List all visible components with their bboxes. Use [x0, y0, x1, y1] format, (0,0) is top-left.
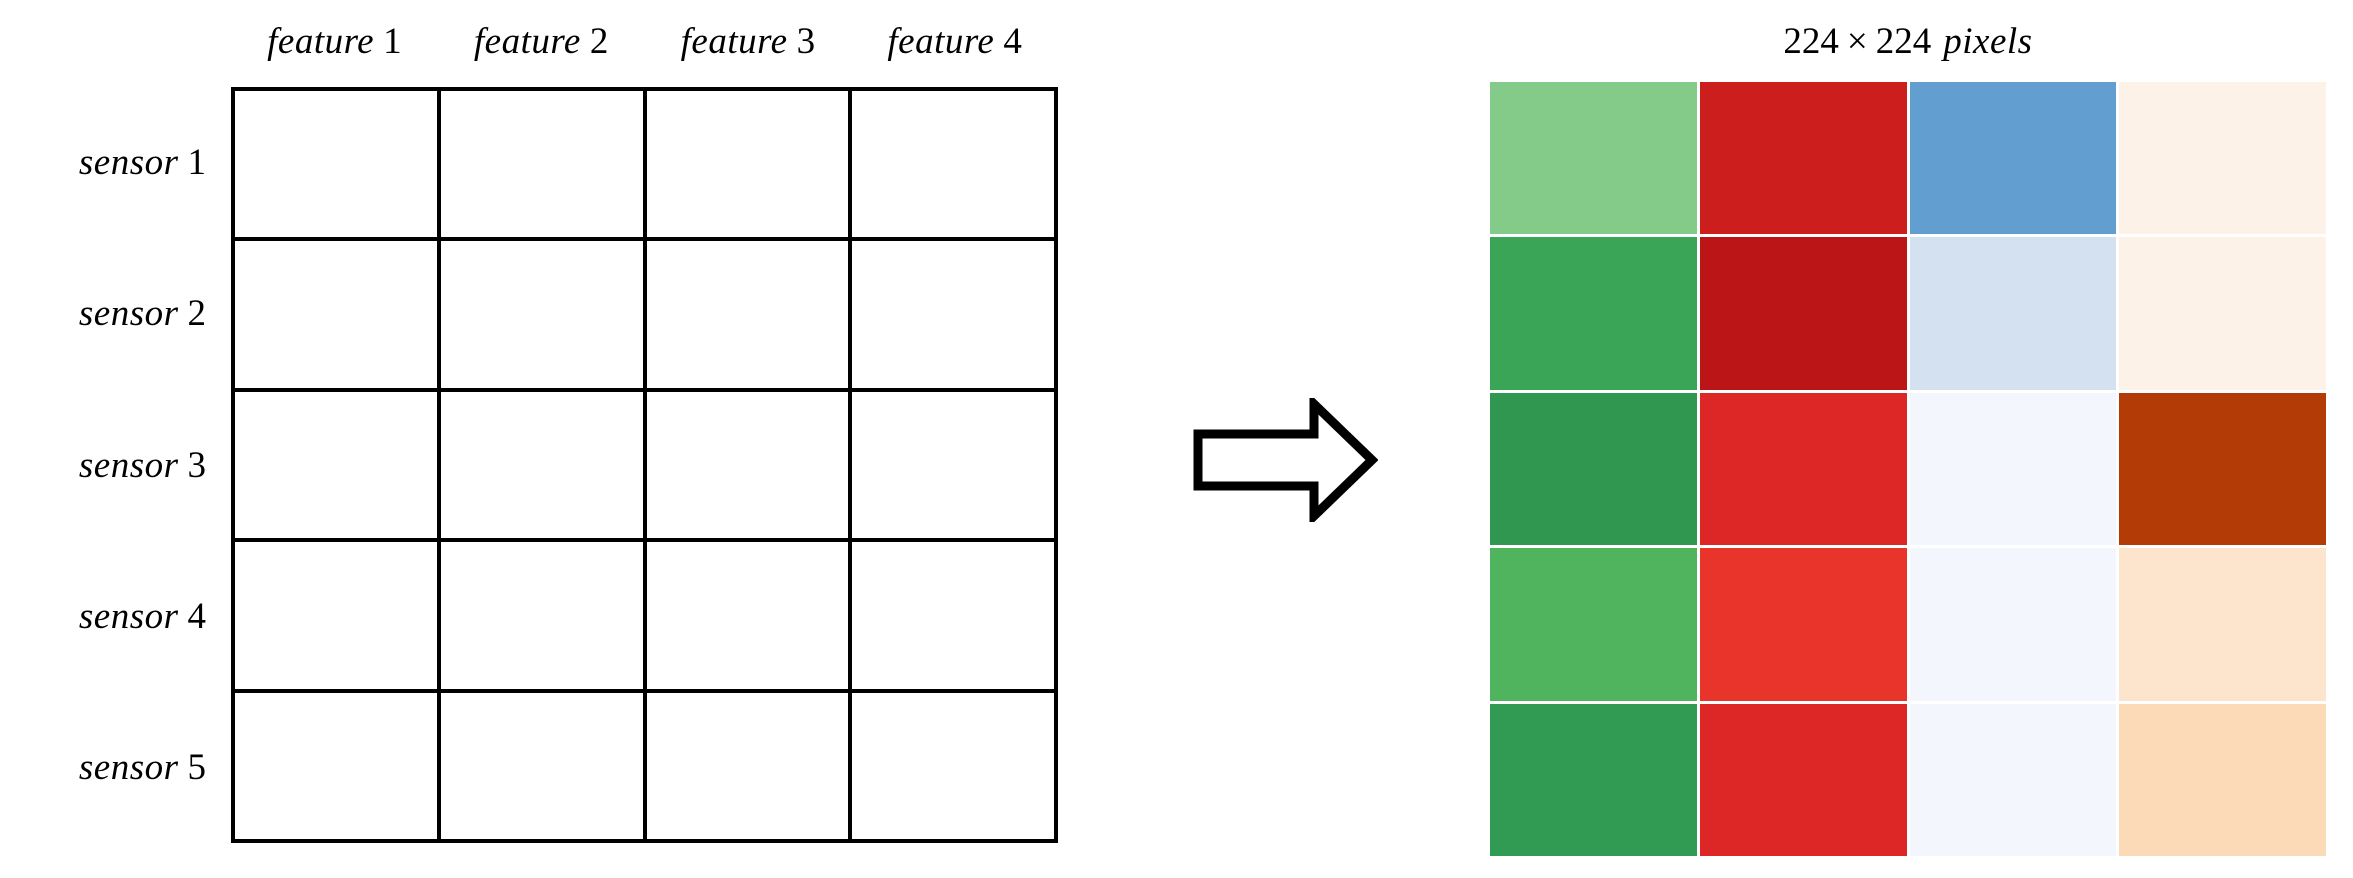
pixels-title-height: 224 [1875, 20, 1932, 62]
table-cell[interactable] [642, 688, 853, 844]
table-row [231, 237, 1058, 392]
table-row [231, 86, 1058, 242]
sensor-label-4-number: 4 [187, 595, 207, 637]
pixel-cell [2119, 392, 2326, 546]
feature-header-3-number: 3 [796, 20, 816, 62]
pixel-cell [1909, 82, 2117, 235]
table-cell[interactable] [231, 387, 441, 543]
pixel-image-panel: 224×224 pixels [1490, 0, 2326, 878]
pixel-cell [1909, 237, 2117, 390]
table-cell[interactable] [642, 237, 853, 392]
feature-header-2-word: feature [473, 20, 581, 62]
table-cell[interactable] [436, 538, 647, 693]
pixel-cell [1490, 703, 1697, 856]
pixel-cell [2119, 82, 2326, 235]
table-cell[interactable] [642, 86, 853, 242]
pixel-cell [1490, 392, 1697, 546]
pixel-cell [1909, 392, 2117, 546]
table-cell[interactable] [231, 86, 441, 242]
table-cell[interactable] [848, 86, 1058, 242]
feature-header-3-word: feature [680, 20, 788, 62]
pixels-title-unit: pixels [1943, 20, 2033, 62]
sensor-label-5-word: sensor [78, 746, 179, 788]
sensor-feature-grid [231, 86, 1058, 844]
arrow-right-hollow-icon [1192, 393, 1379, 527]
pixel-cell [1490, 237, 1697, 390]
table-cell[interactable] [231, 538, 441, 693]
pixels-title: 224×224 pixels [1490, 0, 2326, 82]
sensor-label-2-number: 2 [187, 293, 207, 335]
pixel-cell [1909, 703, 2117, 856]
pixel-cell [1909, 548, 2117, 701]
pixel-cell [1699, 703, 1907, 856]
table-row [231, 387, 1058, 543]
sensor-label-1-number: 1 [187, 142, 207, 184]
sensor-label-3-number: 3 [187, 444, 207, 486]
table-cell[interactable] [848, 237, 1058, 392]
feature-header-1-number: 1 [383, 20, 402, 62]
table-row [231, 538, 1058, 693]
pixels-title-width: 224 [1783, 20, 1839, 62]
feature-header-4-word: feature [887, 20, 995, 62]
table-cell[interactable] [231, 688, 441, 844]
table-cell[interactable] [231, 237, 441, 392]
pixel-cell [1699, 82, 1907, 235]
table-cell[interactable] [848, 387, 1058, 543]
multiplication-sign-icon: × [1846, 20, 1868, 62]
table-cell[interactable] [436, 688, 647, 844]
sensor-label-2-word: sensor [78, 293, 179, 335]
pixel-cell [1699, 237, 1907, 390]
table-cell[interactable] [436, 237, 647, 392]
pixel-cell [1490, 82, 1697, 235]
sensor-label-5-number: 5 [187, 746, 207, 788]
table-cell[interactable] [642, 387, 853, 543]
table-cell[interactable] [848, 538, 1058, 693]
table-cell[interactable] [436, 387, 647, 543]
feature-header-2-number: 2 [589, 20, 609, 62]
sensor-label-1-word: sensor [78, 142, 179, 184]
pixel-cell [2119, 237, 2326, 390]
feature-header-4-number: 4 [1003, 20, 1022, 62]
pixel-cell [1699, 548, 1907, 701]
table-body [231, 86, 1058, 844]
sensor-label-4-word: sensor [78, 595, 179, 637]
feature-header-1-word: feature [267, 20, 375, 62]
table-cell[interactable] [848, 688, 1058, 844]
pixel-cell [2119, 548, 2326, 701]
sensor-label-3-word: sensor [78, 444, 179, 486]
pixel-color-grid [1490, 82, 2326, 856]
pixel-cell [2119, 703, 2326, 856]
pixel-cell [1490, 548, 1697, 701]
table-cell[interactable] [642, 538, 853, 693]
table-row [231, 688, 1058, 844]
pixel-cell [1699, 392, 1907, 546]
table-cell[interactable] [436, 86, 647, 242]
